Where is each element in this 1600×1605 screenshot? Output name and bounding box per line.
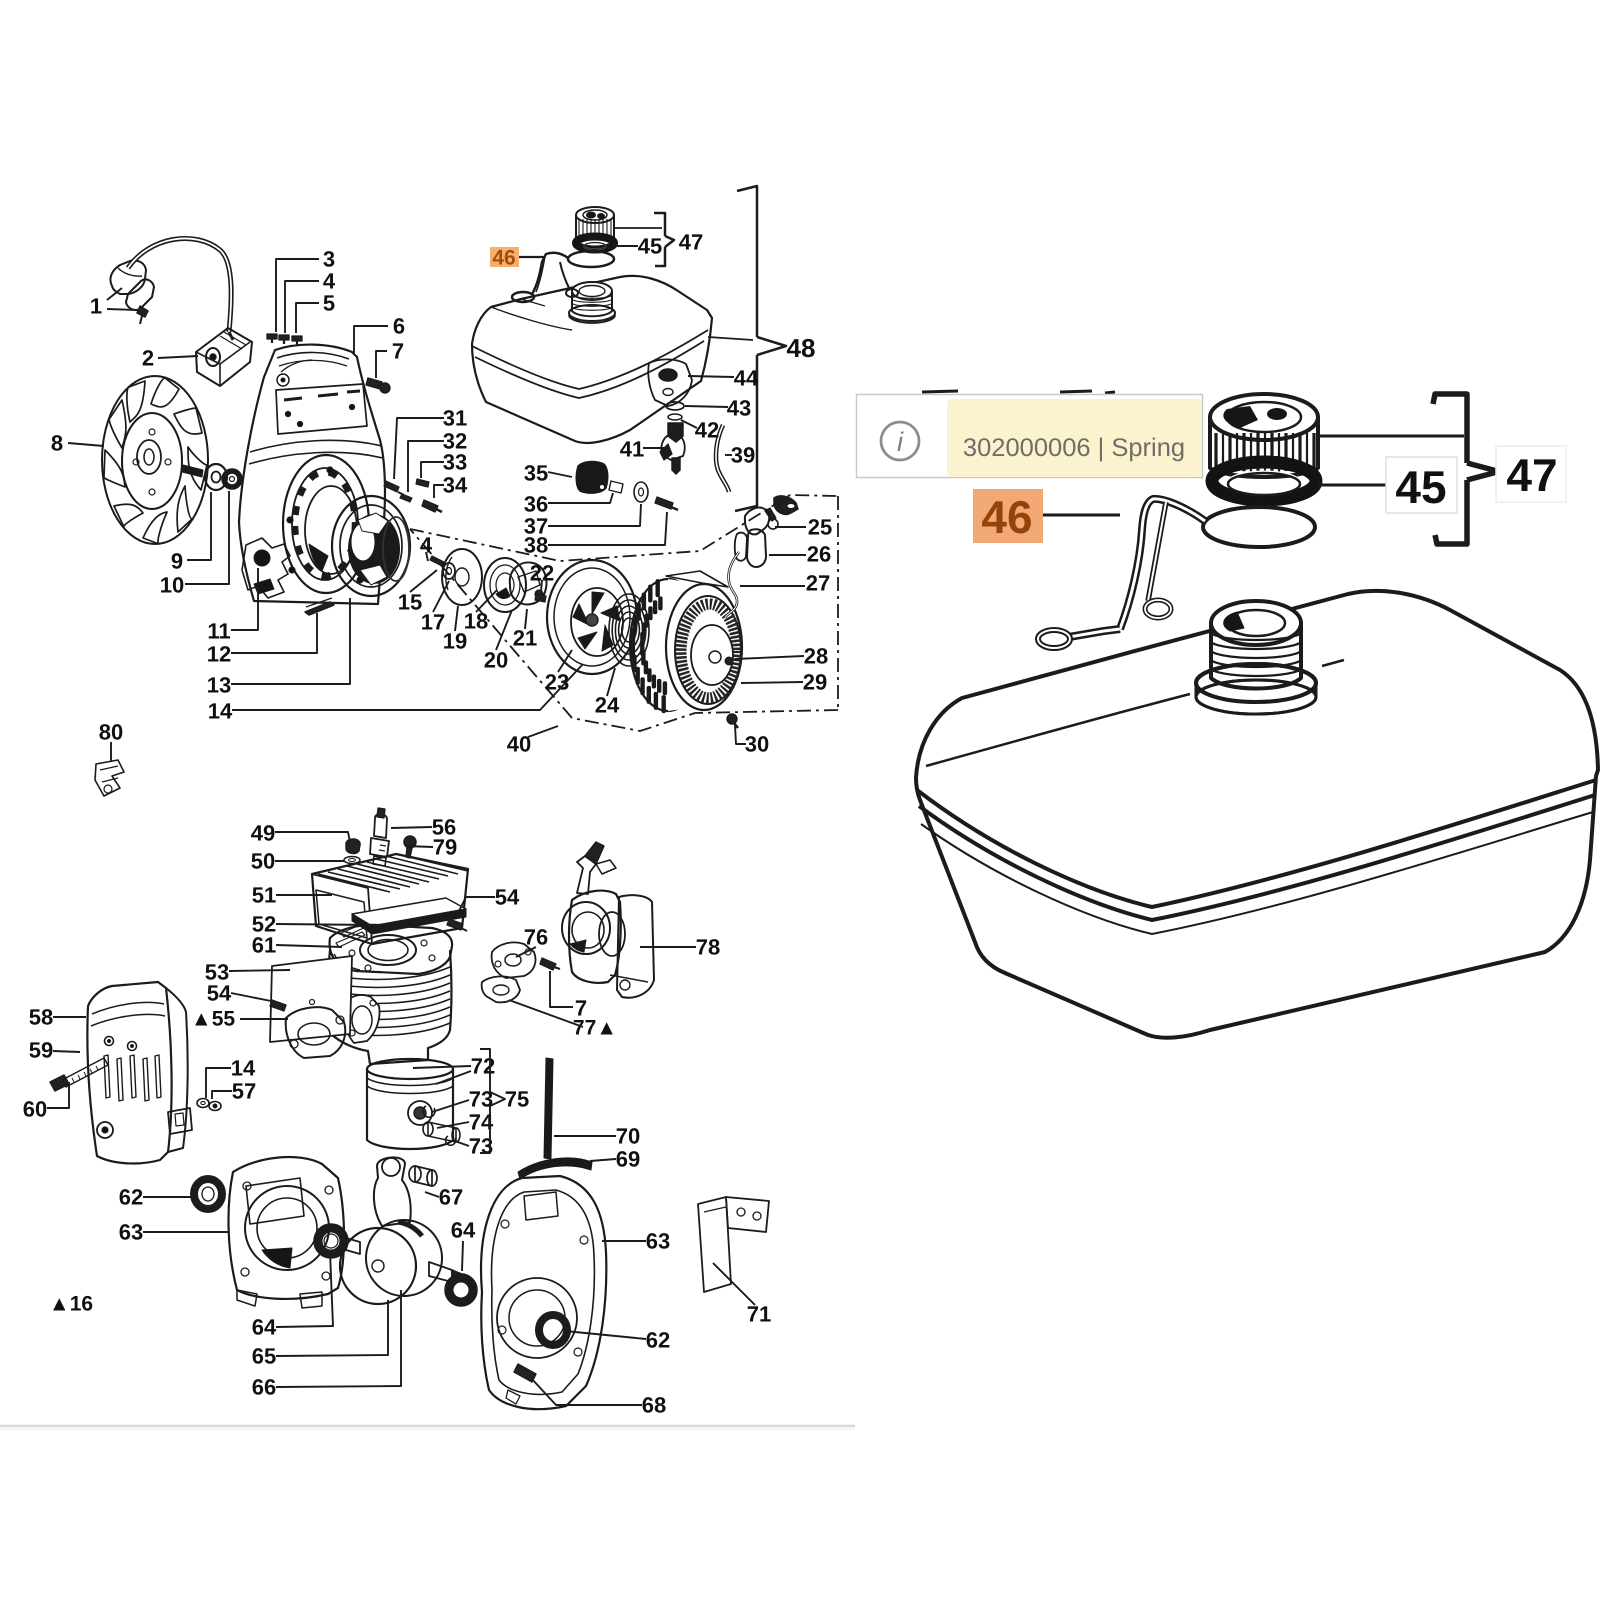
svg-text:63: 63: [119, 1220, 143, 1245]
svg-text:68: 68: [642, 1393, 666, 1418]
svg-text:20: 20: [484, 648, 508, 673]
svg-text:62: 62: [119, 1185, 143, 1210]
svg-text:▲16: ▲16: [49, 1293, 93, 1316]
svg-text:14: 14: [208, 699, 233, 724]
svg-text:12: 12: [207, 642, 231, 667]
svg-text:43: 43: [727, 396, 751, 421]
svg-text:30: 30: [745, 732, 769, 757]
svg-text:9: 9: [171, 549, 183, 574]
svg-text:59: 59: [29, 1038, 53, 1063]
svg-text:▲55: ▲55: [191, 1008, 235, 1031]
svg-text:11: 11: [207, 619, 230, 644]
svg-text:8: 8: [51, 431, 63, 456]
svg-text:67: 67: [439, 1185, 463, 1210]
svg-text:19: 19: [443, 629, 467, 654]
svg-text:48: 48: [787, 333, 816, 363]
svg-text:27: 27: [806, 571, 830, 596]
svg-text:29: 29: [803, 670, 827, 695]
svg-text:45: 45: [638, 234, 662, 259]
svg-text:76: 76: [524, 925, 548, 950]
svg-text:70: 70: [616, 1124, 640, 1149]
svg-text:42: 42: [695, 418, 719, 443]
svg-text:63: 63: [646, 1229, 670, 1254]
svg-text:4: 4: [323, 269, 336, 294]
svg-text:77▲: 77▲: [573, 1017, 617, 1040]
svg-text:41: 41: [620, 437, 644, 462]
svg-text:60: 60: [23, 1097, 47, 1122]
svg-text:21: 21: [513, 626, 537, 651]
svg-text:25: 25: [808, 515, 832, 540]
svg-text:24: 24: [595, 693, 620, 718]
svg-text:51: 51: [252, 883, 276, 908]
svg-text:44: 44: [734, 366, 759, 391]
svg-text:46: 46: [492, 247, 515, 270]
svg-text:3: 3: [323, 247, 335, 272]
svg-text:46: 46: [981, 491, 1032, 543]
svg-text:65: 65: [252, 1344, 276, 1369]
svg-text:6: 6: [393, 314, 405, 339]
svg-text:5: 5: [323, 291, 335, 316]
svg-text:69: 69: [616, 1147, 640, 1172]
svg-text:47: 47: [1506, 449, 1557, 501]
svg-text:49: 49: [251, 821, 275, 846]
svg-text:72: 72: [471, 1054, 495, 1079]
svg-text:78: 78: [696, 935, 720, 960]
svg-text:58: 58: [29, 1005, 53, 1030]
svg-text:32: 32: [443, 429, 467, 454]
svg-text:17: 17: [421, 610, 445, 635]
svg-text:4: 4: [420, 533, 433, 558]
svg-text:75: 75: [505, 1087, 529, 1112]
svg-text:50: 50: [251, 849, 275, 874]
svg-text:10: 10: [160, 573, 184, 598]
svg-text:28: 28: [804, 644, 828, 669]
svg-text:13: 13: [207, 673, 231, 698]
svg-text:14: 14: [231, 1056, 256, 1081]
svg-text:79: 79: [433, 835, 457, 860]
svg-text:54: 54: [495, 885, 520, 910]
svg-text:2: 2: [142, 346, 154, 371]
svg-text:61: 61: [252, 933, 276, 958]
svg-text:45: 45: [1395, 461, 1446, 513]
svg-text:7: 7: [575, 996, 587, 1021]
svg-text:66: 66: [252, 1375, 276, 1400]
svg-text:302000006 | Spring: 302000006 | Spring: [963, 434, 1185, 462]
svg-text:40: 40: [507, 732, 531, 757]
svg-text:57: 57: [232, 1079, 256, 1104]
svg-text:47: 47: [679, 230, 703, 255]
svg-text:31: 31: [443, 406, 467, 431]
svg-text:37: 37: [524, 514, 548, 539]
svg-text:52: 52: [252, 912, 276, 937]
svg-text:62: 62: [646, 1328, 670, 1353]
svg-text:38: 38: [524, 533, 548, 558]
svg-text:71: 71: [747, 1302, 771, 1327]
svg-text:53: 53: [205, 960, 229, 985]
svg-text:15: 15: [398, 590, 422, 615]
svg-text:18: 18: [464, 609, 488, 634]
svg-text:54: 54: [207, 981, 232, 1006]
svg-text:7: 7: [392, 339, 404, 364]
svg-text:80: 80: [99, 720, 123, 745]
svg-text:36: 36: [524, 492, 548, 517]
svg-text:39: 39: [731, 443, 755, 468]
svg-text:64: 64: [451, 1218, 476, 1243]
svg-text:56: 56: [432, 815, 456, 840]
svg-text:26: 26: [807, 542, 831, 567]
svg-text:i: i: [897, 427, 904, 457]
svg-text:34: 34: [443, 473, 468, 498]
svg-text:35: 35: [524, 461, 548, 486]
svg-text:33: 33: [443, 450, 467, 475]
svg-text:1: 1: [90, 294, 102, 319]
svg-text:64: 64: [252, 1315, 277, 1340]
